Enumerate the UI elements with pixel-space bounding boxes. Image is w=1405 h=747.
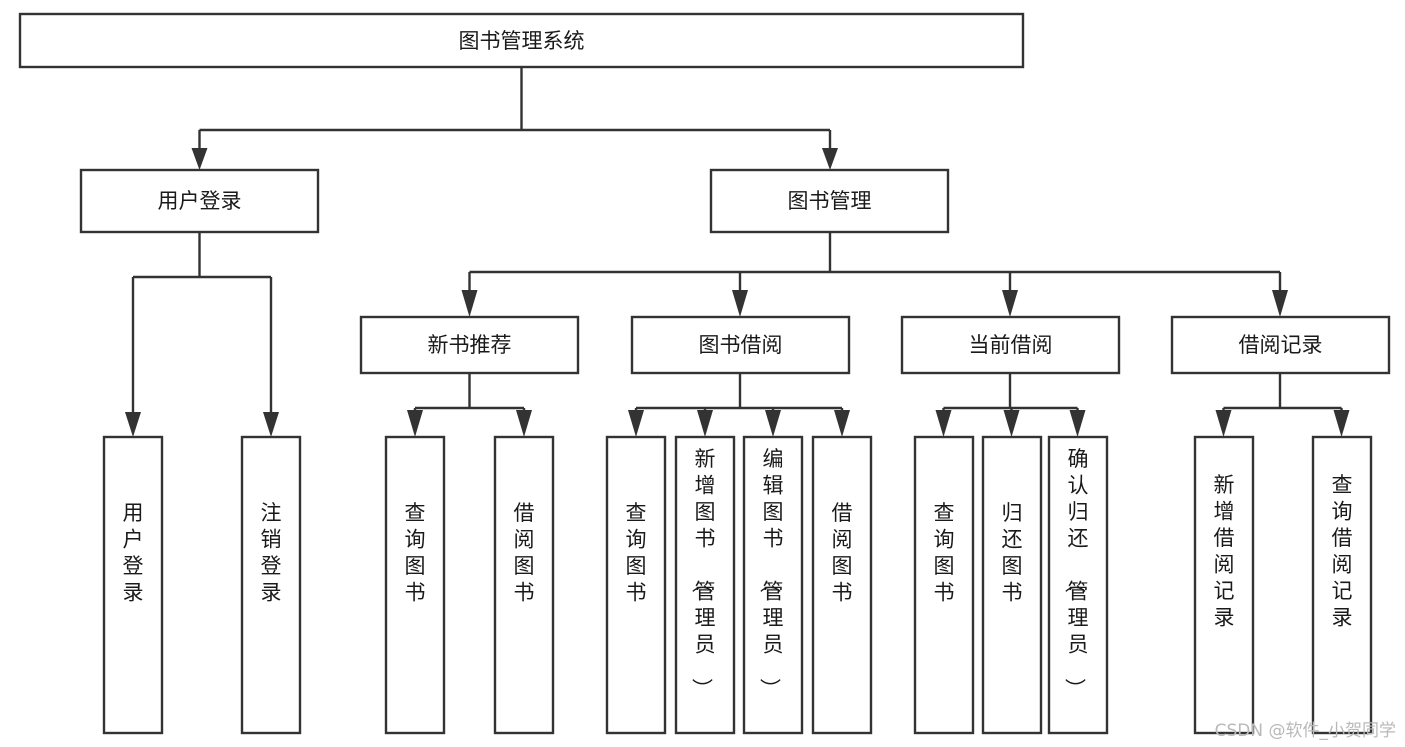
arrowhead-leaf-borrow-book-1	[516, 410, 532, 437]
arrowhead-leaf-query-book-1	[407, 410, 423, 437]
node-system-box[interactable]	[18, 12, 1025, 69]
leaf-add-record-label: 新增借阅记录	[1214, 473, 1235, 630]
node-current-borrow-label: 当前借阅	[969, 333, 1053, 357]
leaf-confirm-return-label: 确认归还（管理员）	[1063, 447, 1089, 699]
arrowhead-leaf-edit-book	[765, 410, 781, 437]
node-borrow-record-box[interactable]	[1170, 315, 1391, 375]
leaf-add-book-label: 新增图书（管理员）	[690, 447, 716, 699]
node-new-book-recommend[interactable]: 新书推荐	[359, 315, 580, 375]
arrowhead-leaf-add-book	[697, 410, 713, 437]
node-current-borrow-box[interactable]	[900, 315, 1121, 375]
leaf-user-login-box[interactable]	[102, 435, 164, 735]
leaf-query-book-3-label: 查询图书	[934, 501, 955, 605]
leaf-query-book-1[interactable]: 查询图书	[384, 435, 446, 735]
leaf-query-book-2[interactable]: 查询图书	[605, 435, 667, 735]
node-book-manage-label: 图书管理	[788, 189, 872, 213]
leaf-borrow-book-2-label: 借阅图书	[832, 501, 853, 605]
leaf-query-book-3[interactable]: 查询图书	[913, 435, 975, 735]
connector-layer	[125, 67, 1350, 437]
leaf-user-logout-box[interactable]	[240, 435, 302, 735]
node-user-login-box[interactable]	[79, 168, 320, 234]
leaf-borrow-book-2-box[interactable]	[811, 435, 873, 735]
leaf-add-book[interactable]: 新增图书（管理员）	[674, 435, 736, 735]
arrowhead-leaf-query-book-2	[628, 410, 644, 437]
arrowhead-book-manage	[822, 148, 838, 170]
node-user-login[interactable]: 用户登录	[79, 168, 320, 234]
arrowhead-leaf-borrow-book-2	[834, 410, 850, 437]
arrowhead-leaf-query-record	[1333, 410, 1350, 437]
leaf-return-book-label: 归还图书	[1002, 501, 1023, 605]
arrowhead-leaf-query-book-3	[935, 410, 952, 437]
arrowhead-current-borrow	[1002, 290, 1018, 317]
leaf-user-login-label: 用户登录	[123, 501, 144, 605]
node-book-borrow-box[interactable]	[630, 315, 851, 375]
leaf-add-book-box[interactable]	[674, 435, 736, 735]
leaf-edit-book-box[interactable]	[742, 435, 804, 735]
node-book-borrow-label: 图书借阅	[699, 333, 783, 357]
leaf-query-record[interactable]: 查询借阅记录	[1311, 435, 1373, 735]
node-current-borrow[interactable]: 当前借阅	[900, 315, 1121, 375]
arrowhead-new-book	[461, 290, 478, 317]
arrowhead-leaf-confirm-return	[1069, 410, 1086, 437]
leaf-add-record-box[interactable]	[1193, 435, 1255, 735]
node-user-login-label: 用户登录	[158, 189, 242, 213]
node-new-book-recommend-box[interactable]	[359, 315, 580, 375]
arrowhead-leaf-user-login	[125, 412, 141, 437]
leaf-confirm-return-box[interactable]	[1047, 435, 1109, 735]
leaf-query-book-1-label: 查询图书	[405, 501, 426, 605]
leaf-user-logout[interactable]: 注销登录	[240, 435, 302, 735]
leaf-borrow-book-1-box[interactable]	[493, 435, 555, 735]
arrowhead-borrow-record	[1272, 290, 1288, 317]
arrowhead-leaf-user-logout	[263, 412, 279, 437]
node-new-book-recommend-label: 新书推荐	[428, 333, 512, 357]
arrowhead-leaf-return-book	[1003, 410, 1020, 437]
node-borrow-record-label: 借阅记录	[1239, 333, 1323, 357]
leaf-query-record-label: 查询借阅记录	[1332, 473, 1353, 630]
leaf-edit-book[interactable]: 编辑图书（管理员）	[742, 435, 804, 735]
leaf-user-login[interactable]: 用户登录	[102, 435, 164, 735]
leaf-return-book-box[interactable]	[981, 435, 1043, 735]
leaf-borrow-book-2[interactable]: 借阅图书	[811, 435, 873, 735]
leaf-query-book-2-label: 查询图书	[626, 501, 647, 605]
node-borrow-record[interactable]: 借阅记录	[1170, 315, 1391, 375]
node-system-label: 图书管理系统	[459, 29, 585, 53]
leaf-query-book-2-box[interactable]	[605, 435, 667, 735]
node-book-manage[interactable]: 图书管理	[709, 168, 950, 234]
leaf-query-book-3-box[interactable]	[913, 435, 975, 735]
csdn-watermark: CSDN @软件_小贺同学	[1215, 721, 1396, 741]
node-system[interactable]: 图书管理系统	[18, 12, 1025, 69]
leaf-borrow-book-1[interactable]: 借阅图书	[493, 435, 555, 735]
leaf-edit-book-label: 编辑图书（管理员）	[758, 447, 784, 699]
leaf-borrow-book-1-label: 借阅图书	[514, 501, 535, 605]
node-book-borrow[interactable]: 图书借阅	[630, 315, 851, 375]
leaf-user-logout-label: 注销登录	[261, 501, 282, 605]
leaf-confirm-return[interactable]: 确认归还（管理员）	[1047, 435, 1109, 735]
leaf-add-record[interactable]: 新增借阅记录	[1193, 435, 1255, 735]
leaf-query-record-box[interactable]	[1311, 435, 1373, 735]
leaf-query-book-1-box[interactable]	[384, 435, 446, 735]
node-book-manage-box[interactable]	[709, 168, 950, 234]
arrowhead-user-login	[191, 148, 208, 170]
arrowhead-book-borrow	[732, 290, 748, 317]
leaf-return-book[interactable]: 归还图书	[981, 435, 1043, 735]
arrowhead-leaf-add-record	[1215, 410, 1232, 437]
